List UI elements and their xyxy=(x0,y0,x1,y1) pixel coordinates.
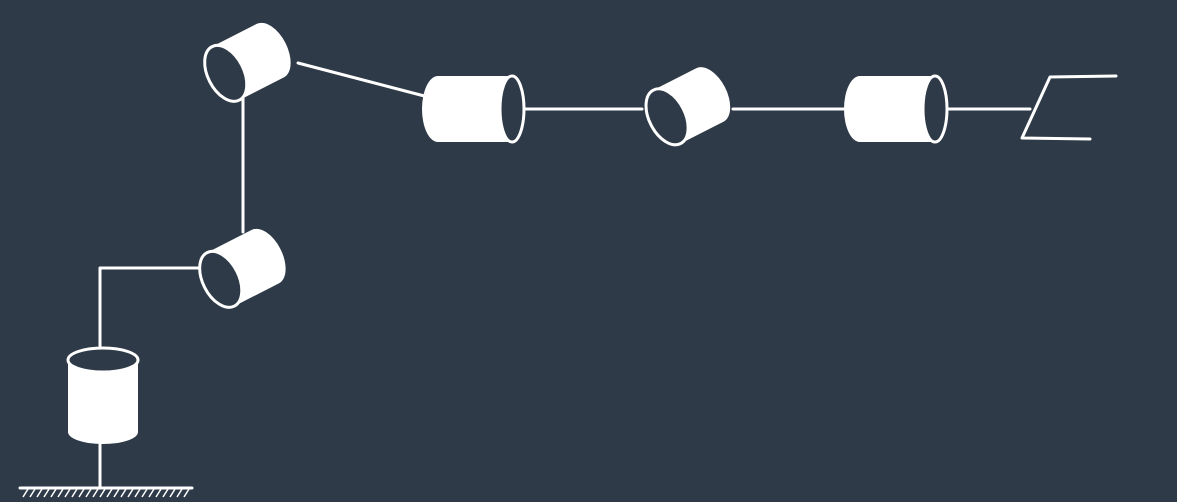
ground-hatch-mark xyxy=(85,488,92,498)
ground-hatch-mark xyxy=(169,488,176,498)
gripper-icon xyxy=(1020,74,1118,141)
elbow-joint xyxy=(203,22,291,103)
wrist-pitch-joint xyxy=(644,67,731,147)
ground-hatch-mark xyxy=(176,488,183,498)
ground-hatch-mark xyxy=(78,488,85,498)
ground-hatch-mark xyxy=(162,488,169,498)
ground-hatch-mark xyxy=(71,488,78,498)
link-elbow-to-wrist-roll xyxy=(296,61,434,100)
link-base-to-shoulder xyxy=(98,266,207,352)
ground-hatch-mark xyxy=(148,488,155,498)
ground-hatch-mark xyxy=(113,488,120,498)
base-joint xyxy=(66,346,140,444)
ground-hatch-mark xyxy=(155,488,162,498)
ground-hatch-mark xyxy=(120,488,127,498)
ground-hatch-mark xyxy=(92,488,99,498)
ground-hatch xyxy=(18,486,194,498)
ground-hatch-mark xyxy=(29,488,36,498)
ground-hatch-mark xyxy=(50,488,57,498)
wrist-yaw-joint xyxy=(844,74,949,144)
ground-hatch-mark xyxy=(64,488,71,498)
ground-hatch-mark xyxy=(99,488,106,498)
ground-hatch-mark xyxy=(22,488,29,498)
ground-hatch-mark xyxy=(127,488,134,498)
wrist-roll-joint xyxy=(422,74,526,144)
ground-hatch-mark xyxy=(106,488,113,498)
ground-hatch-mark xyxy=(43,488,50,498)
ground-hatch-mark xyxy=(36,488,43,498)
shoulder-joint xyxy=(198,228,286,309)
links xyxy=(98,61,1032,490)
ground-hatch-mark xyxy=(183,488,190,498)
ground-hatch-mark xyxy=(134,488,141,498)
ground-hatch-mark xyxy=(141,488,148,498)
ground-hatch-mark xyxy=(57,488,64,498)
